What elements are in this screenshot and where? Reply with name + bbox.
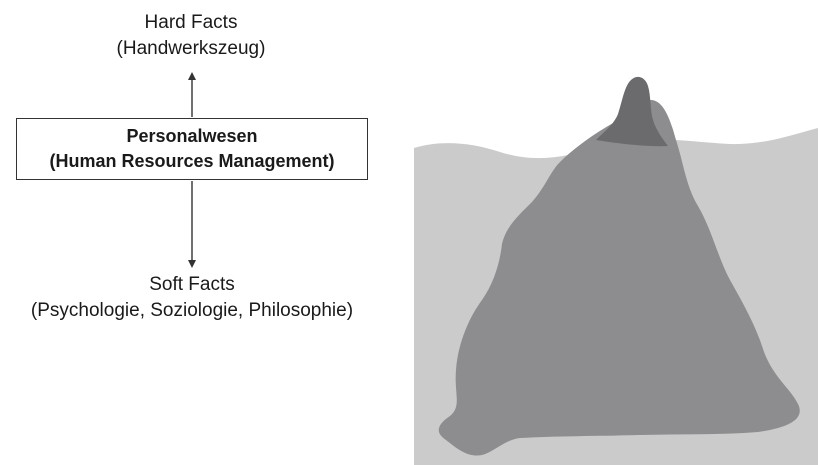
- soft-facts-subtitle: (Psychologie, Soziologie, Philosophie): [30, 300, 354, 321]
- iceberg-underwater: [438, 99, 800, 456]
- soft-facts-label: Soft Facts (Psychologie, Soziologie, Phi…: [2, 272, 382, 324]
- hard-facts-label: Hard Facts (Handwerkszeug): [60, 10, 322, 62]
- personalwesen-box: Personalwesen (Human Resources Managemen…: [16, 118, 368, 180]
- iceberg-illustration: [414, 76, 818, 465]
- soft-facts-title: Soft Facts: [149, 274, 235, 295]
- personalwesen-title: Personalwesen: [126, 126, 258, 146]
- hard-facts-subtitle: (Handwerkszeug): [116, 38, 266, 59]
- iceberg-tip: [596, 76, 668, 147]
- hard-facts-title: Hard Facts: [144, 12, 238, 33]
- personalwesen-subtitle: (Human Resources Management): [49, 151, 335, 171]
